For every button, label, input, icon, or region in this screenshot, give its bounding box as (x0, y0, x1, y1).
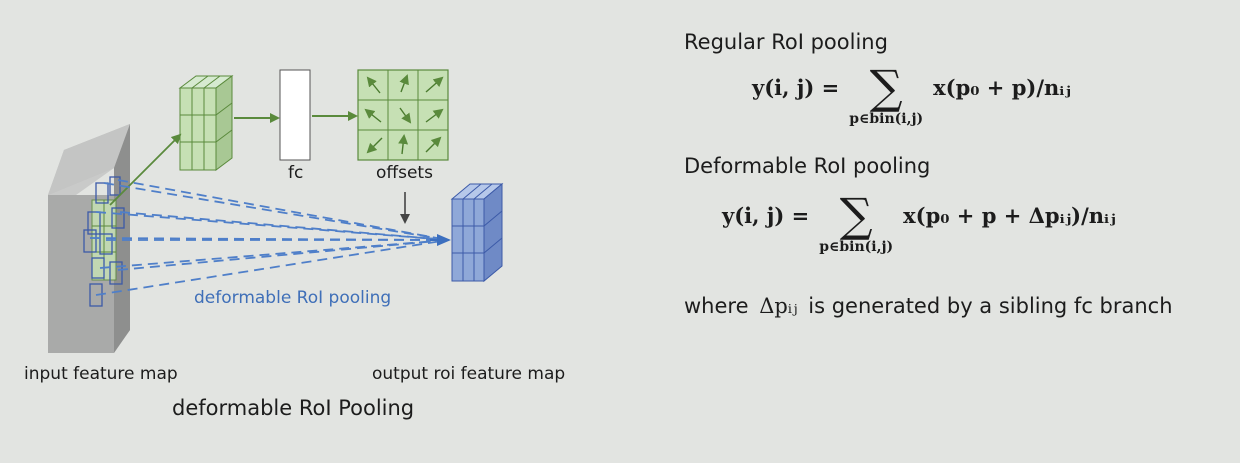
deformable-eq-rhs: x(p₀ + p + Δpᵢⱼ)/nᵢⱼ (903, 203, 1116, 228)
regular-eq-rhs: x(p₀ + p)/nᵢⱼ (933, 75, 1071, 100)
output-roi-feature-map (450, 182, 504, 283)
feature-grid-green (178, 75, 234, 171)
offset-note: where Δpᵢⱼ is generated by a sibling fc … (684, 294, 1173, 318)
deformable-equation: y(i, j) = ∑ p∈bin(i,j) x(p₀ + p + Δpᵢⱼ)/… (722, 188, 1116, 255)
regular-equation: y(i, j) = ∑ p∈bin(i,j) x(p₀ + p)/nᵢⱼ (752, 60, 1071, 127)
input-deformed-bins (83, 176, 125, 307)
deformable-roi-pooling-label: deformable RoI pooling (194, 288, 392, 308)
regular-sum: ∑ p∈bin(i,j) (849, 60, 924, 127)
offset-note-where: where (684, 294, 749, 318)
deformable-roi-heading: Deformable RoI pooling (684, 154, 931, 178)
deformable-sum: ∑ p∈bin(i,j) (819, 188, 894, 255)
fc-label: fc (288, 163, 304, 183)
offsets-label: offsets (376, 163, 433, 183)
pooling-dashed-lines (89, 179, 449, 296)
deformable-roi-pooling-diagram (48, 69, 504, 353)
input-feature-map-label: input feature map (24, 364, 178, 384)
deformable-eq-lhs: y(i, j) = (722, 203, 810, 228)
offsets-grid (357, 69, 449, 161)
offset-note-symbol: Δpᵢⱼ (759, 294, 798, 318)
regular-sum-subscript: p∈bin(i,j) (849, 111, 924, 127)
offset-note-text: is generated by a sibling fc branch (808, 294, 1173, 318)
diagram-caption: deformable RoI Pooling (172, 396, 415, 420)
output-roi-feature-map-label: output roi feature map (372, 364, 566, 384)
regular-eq-lhs: y(i, j) = (752, 75, 840, 100)
arrow-input-to-grid (109, 133, 182, 206)
input-feature-map (48, 124, 130, 353)
deformable-sum-subscript: p∈bin(i,j) (819, 239, 894, 255)
fc-box (279, 69, 311, 161)
regular-roi-heading: Regular RoI pooling (684, 30, 888, 54)
